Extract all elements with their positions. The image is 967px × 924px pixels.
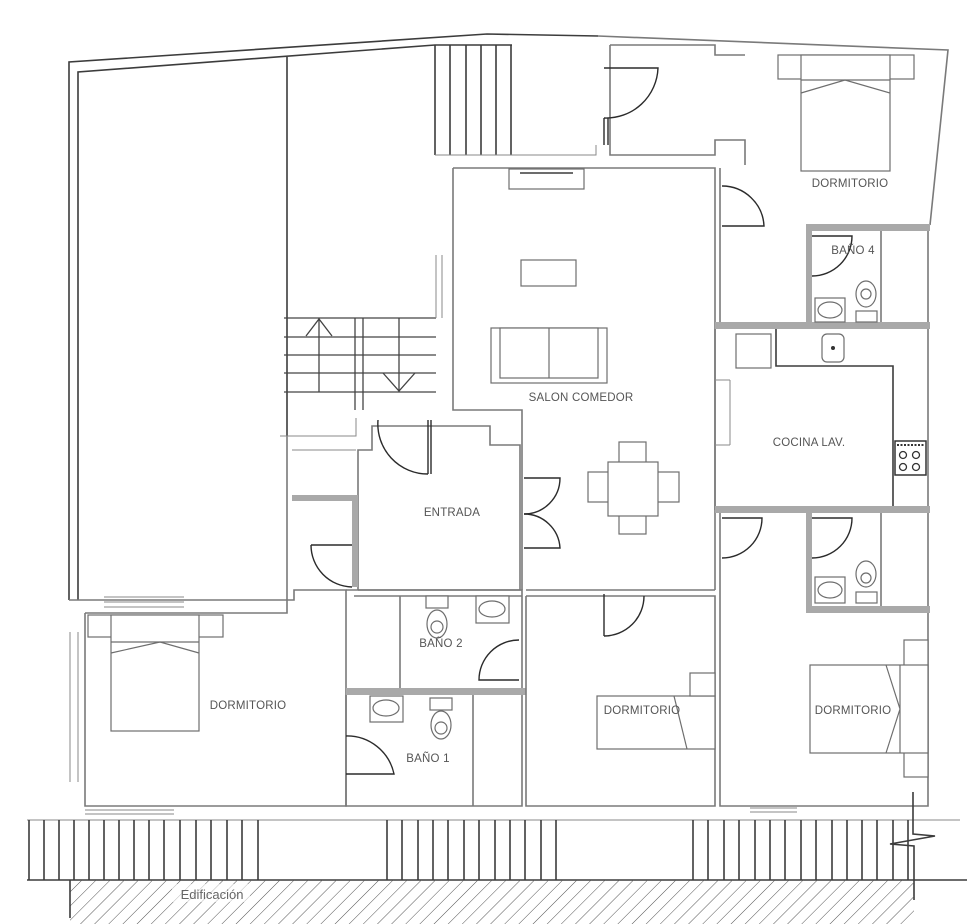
kitchen-sink bbox=[821, 333, 845, 363]
room-dormitorio-left: DORMITORIO bbox=[69, 589, 347, 815]
label-salon-comedor: SALON COMEDOR bbox=[529, 392, 634, 404]
door-bano-1 bbox=[345, 735, 395, 775]
fridge bbox=[735, 333, 772, 369]
label-bano-2: BAÑO 2 bbox=[419, 637, 462, 650]
room-cocina-lav: COCINA LAV. bbox=[714, 329, 929, 510]
closet-door bbox=[310, 544, 353, 588]
dining-table bbox=[587, 441, 680, 535]
label-bano-1: BAÑO 1 bbox=[406, 752, 449, 765]
toilet-bano-4 bbox=[855, 280, 878, 323]
door-hall-right bbox=[721, 517, 763, 559]
double-door bbox=[523, 477, 561, 515]
double-bed bbox=[87, 614, 224, 732]
double-bed-right bbox=[809, 639, 929, 778]
top-storage-room bbox=[597, 35, 949, 226]
room-salon-comedor: SALON COMEDOR bbox=[452, 167, 716, 591]
label-dormitorio-center: DORMITORIO bbox=[604, 705, 681, 717]
tv-cabinet bbox=[508, 168, 585, 190]
staircase bbox=[284, 255, 443, 410]
door-dormitorio-center bbox=[603, 594, 645, 637]
single-bed-center bbox=[596, 672, 716, 750]
edificacion-hatch: Edificación bbox=[69, 880, 914, 924]
top-slats bbox=[434, 45, 597, 156]
door-dormitorio-top-right bbox=[721, 185, 765, 227]
closet bbox=[292, 449, 358, 588]
door-bano-2 bbox=[478, 639, 520, 681]
outer-perimeter bbox=[68, 33, 599, 608]
cooktop bbox=[894, 440, 927, 476]
label-dormitorio-right: DORMITORIO bbox=[815, 705, 892, 717]
label-cocina-lav: COCINA LAV. bbox=[773, 437, 846, 449]
double-bed-top-right bbox=[777, 54, 915, 172]
entrance-door bbox=[377, 419, 429, 475]
toilet-bano-3 bbox=[855, 560, 878, 604]
room-bano-1: BAÑO 1 bbox=[345, 695, 523, 807]
sink-bano-4 bbox=[814, 297, 846, 323]
room-bano-3 bbox=[715, 506, 930, 613]
toilet-bano-1 bbox=[429, 697, 453, 740]
toilet-bano-2 bbox=[425, 595, 449, 639]
label-bano-4: BAÑO 4 bbox=[831, 244, 875, 257]
coffee-table bbox=[520, 259, 577, 287]
door-bano-4 bbox=[811, 235, 853, 277]
sink-bano-3 bbox=[814, 576, 846, 604]
break-line-symbol bbox=[889, 792, 936, 900]
door-bano-3 bbox=[811, 517, 853, 559]
door-swing bbox=[603, 67, 659, 119]
label-entrada: ENTRADA bbox=[424, 507, 480, 519]
room-bano-4: BAÑO 4 bbox=[715, 224, 930, 329]
label-dormitorio-left: DORMITORIO bbox=[210, 700, 287, 712]
room-entrada: ENTRADA bbox=[357, 419, 521, 591]
sink-bano-2 bbox=[475, 595, 510, 624]
sofa bbox=[490, 327, 608, 384]
room-bano-2: BAÑO 2 bbox=[346, 589, 526, 695]
room-dormitorio-top-right: DORMITORIO bbox=[719, 54, 915, 323]
label-edificacion: Edificación bbox=[181, 887, 244, 902]
sink-bano-1 bbox=[369, 695, 404, 723]
room-dormitorio-right: DORMITORIO bbox=[719, 513, 929, 813]
label-dormitorio-top-right: DORMITORIO bbox=[812, 178, 889, 190]
room-dormitorio-center: DORMITORIO bbox=[525, 594, 716, 807]
